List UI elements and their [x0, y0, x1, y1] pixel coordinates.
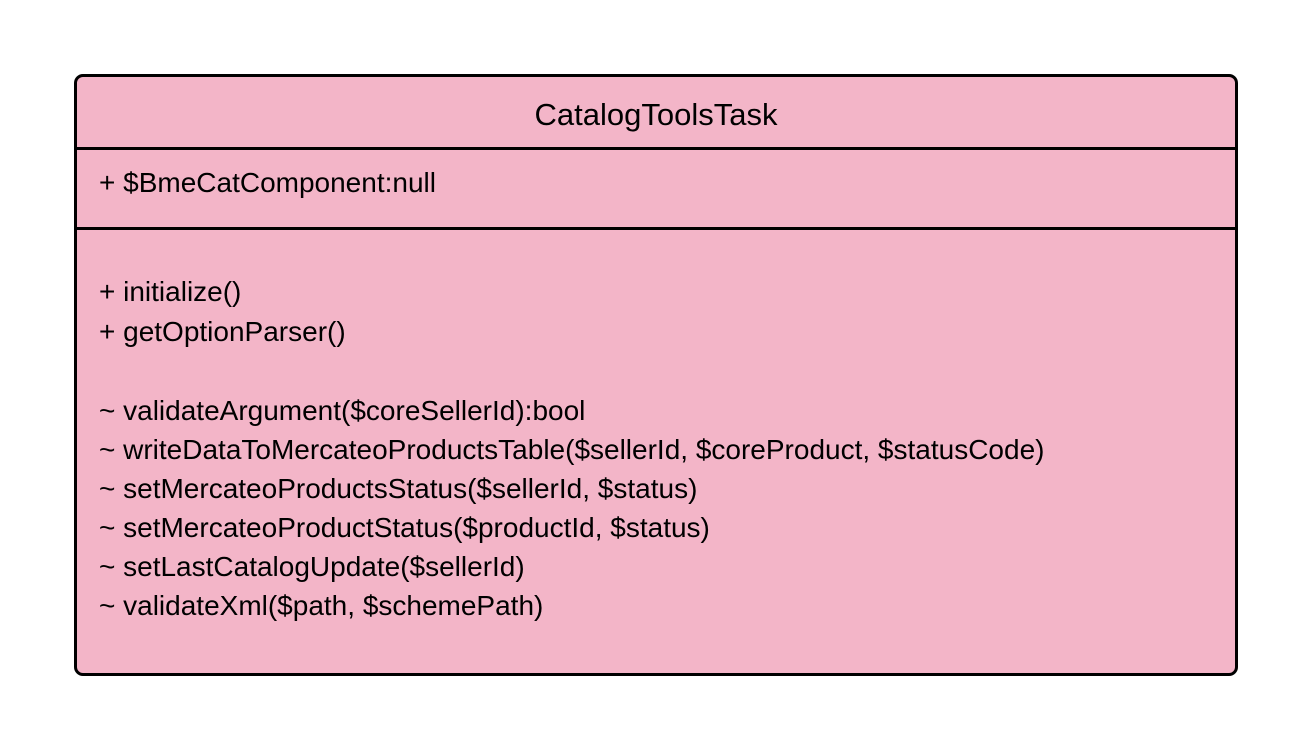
- class-name: CatalogToolsTask: [534, 96, 778, 132]
- class-name-section: CatalogToolsTask: [77, 77, 1235, 150]
- attribute-bmecatcomponent: + $BmeCatComponent:null: [99, 167, 436, 198]
- methods-section: + initialize() + getOptionParser() ~ val…: [77, 230, 1235, 673]
- method-validate-argument: ~ validateArgument($coreSellerId):bool: [99, 395, 586, 426]
- attributes-section: + $BmeCatComponent:null: [77, 150, 1235, 230]
- method-initialize: + initialize(): [99, 276, 242, 307]
- method-set-mercateo-products-status: ~ setMercateoProductsStatus($sellerId, $…: [99, 473, 698, 504]
- method-get-option-parser: + getOptionParser(): [99, 316, 346, 347]
- method-validate-xml: ~ validateXml($path, $schemePath): [99, 590, 544, 621]
- method-set-last-catalog-update: ~ setLastCatalogUpdate($sellerId): [99, 551, 525, 582]
- uml-class-box: CatalogToolsTask + $BmeCatComponent:null…: [74, 74, 1238, 676]
- method-set-mercateo-product-status: ~ setMercateoProductStatus($productId, $…: [99, 512, 710, 543]
- method-write-data-to-mercateo-products-table: ~ writeDataToMercateoProductsTable($sell…: [99, 434, 1045, 465]
